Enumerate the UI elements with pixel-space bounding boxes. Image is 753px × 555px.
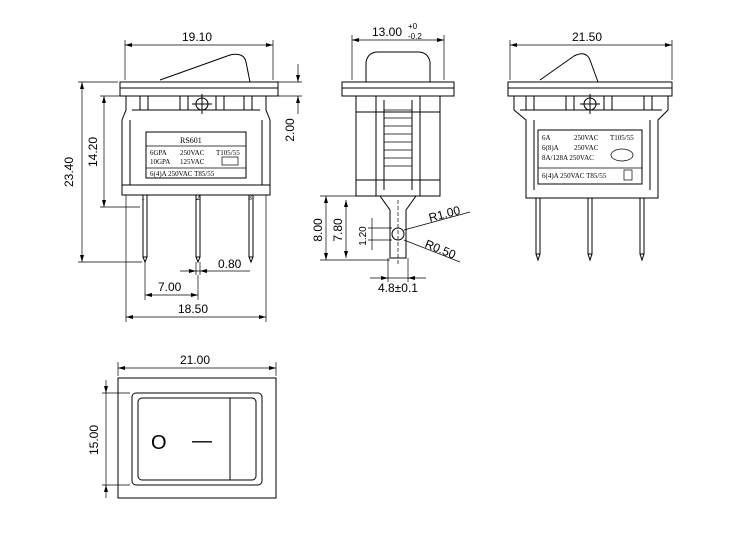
dim-terminal-length-2: 7.80 [331,218,345,242]
svg-text:-0.2: -0.2 [408,32,422,41]
dim-radius-inner: R0.50 [423,237,458,262]
dim-terminal-width: 4.8±0.1 [378,281,418,295]
dim-side-overall-width: 18.50 [178,302,208,316]
rocker-cap-right [539,53,599,83]
dim-radius-outer: R1.00 [427,203,462,225]
dim-top-width: 21.00 [180,353,210,367]
cert-mark-icon [610,148,634,162]
cert-mark-icon [221,156,239,166]
svg-text:6(4)A 250VAC T85/55: 6(4)A 250VAC T85/55 [150,170,215,178]
front-view: 13.00 +0 -0.2 8.00 7.80 1.20 R1.00 R0.50… [311,22,471,295]
side-view: RS601 6GPA 250VAC T105/55 10GPA 125VAC 6… [62,30,302,322]
dim-side-body-height: 14.20 [86,137,100,167]
rear-label-box [537,129,643,185]
switch-body [121,95,271,196]
rocker-off-symbol-icon: — [192,430,212,452]
dim-pin-thickness: 0.80 [218,257,242,271]
body-ribs [384,109,412,167]
spec-label-box [145,131,247,179]
rear-terminal-pins [535,197,645,262]
pin-number-2: 2 [196,193,200,202]
svg-text:6(4)A 250VAC T85/55: 6(4)A 250VAC T85/55 [542,172,607,180]
dim-side-width: 19.10 [182,30,212,44]
svg-text:8A/128A 250VAC: 8A/128A 250VAC [542,154,594,162]
dim-pin-pitch: 7.00 [158,280,182,294]
rocker-cap-left [159,53,251,83]
dim-terminal-hole: 1.20 [358,226,369,246]
rear-body [513,95,669,199]
terminal-pins [142,194,254,264]
rocker-cap-front [365,51,431,82]
dim-top-height: 15.00 [87,425,101,455]
cert-mark-icon [623,169,633,181]
svg-text:125VAC: 125VAC [180,158,205,166]
svg-text:+0: +0 [408,22,418,31]
svg-text:10GPA: 10GPA [150,158,170,166]
pin-number-1: 1 [141,193,145,202]
dim-side-total-height: 23.40 [62,157,76,187]
top-inner-frame [131,392,263,486]
rear-view: 6A 250VAC T105/55 6(8)A 250VAC 8A/128A 2… [507,30,673,262]
dim-terminal-length: 8.00 [311,218,325,242]
pin-number-3: 3 [248,193,252,202]
svg-text:6GPA: 6GPA [150,149,167,157]
svg-text:250VAC: 250VAC [574,144,599,152]
dim-rear-width: 21.50 [572,30,602,44]
flange [119,81,279,97]
dim-flange-height: 2.00 [283,118,297,142]
top-view: O — 21.00 15.00 [87,353,277,499]
svg-text:T105/55: T105/55 [216,149,240,157]
svg-text:250VAC: 250VAC [180,149,205,157]
svg-text:6(8)A: 6(8)A [542,144,559,152]
svg-text:6A: 6A [542,134,551,142]
dim-front-width: 13.00 [372,25,402,39]
svg-text:250VAC: 250VAC [574,134,599,142]
rocker-on-symbol-icon: O [151,432,167,454]
svg-text:T105/55: T105/55 [610,134,634,142]
model-name: RS601 [180,136,202,145]
front-body [355,95,441,197]
